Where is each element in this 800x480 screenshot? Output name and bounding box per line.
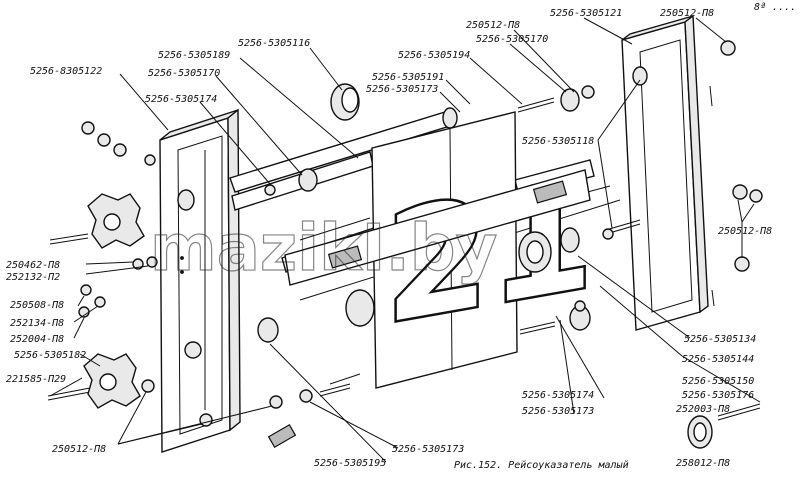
part-label: 5256-5305173 xyxy=(392,444,464,455)
part-label: 5256-5305194 xyxy=(398,50,470,61)
part-label: 5256-5305174 xyxy=(145,94,217,105)
part-label: 5256-5305174 xyxy=(522,390,594,401)
figure-caption: Рис.152. Рейсоуказатель малый xyxy=(454,459,629,471)
knob-upper xyxy=(87,193,145,249)
corner-mark: 8ª .... xyxy=(754,2,796,13)
part-label: 250512-П8 xyxy=(660,8,714,19)
watermark: mazikI.by xyxy=(150,212,497,286)
part-label: 5256-5305182 xyxy=(14,350,86,361)
part-label: 5256-5305195 xyxy=(314,458,386,469)
part-labels: 5256-8305122 5256-5305189 5256-5305116 5… xyxy=(6,8,772,469)
part-label: 5256-5305189 xyxy=(158,50,230,61)
part-label: 5256-5305121 xyxy=(550,8,622,19)
nuts-and-washers xyxy=(78,40,763,427)
part-label: 250462-П8 xyxy=(6,260,60,271)
part-label: 250512-П8 xyxy=(466,20,520,31)
part-label: 252003-П8 xyxy=(676,404,730,415)
part-label: 5256-5305116 xyxy=(238,38,310,49)
part-label: 252134-П8 xyxy=(10,318,64,329)
part-label: 252004-П8 xyxy=(10,334,64,345)
part-label: 5256-5305134 xyxy=(684,334,756,345)
part-label: 250508-П8 xyxy=(10,300,64,311)
part-label: 5256-5305170 xyxy=(148,68,220,79)
right-end-plate xyxy=(621,14,715,331)
part-label: 252132-П2 xyxy=(6,272,60,283)
part-label: 5256-5305191 xyxy=(372,72,444,83)
guide-rail xyxy=(284,169,591,286)
bushings xyxy=(177,66,713,449)
part-label: 5256-5305176 xyxy=(682,390,754,401)
part-label: 221585-П29 xyxy=(6,374,66,385)
part-label: 5256-5305173 xyxy=(522,406,594,417)
part-label: 250512-П8 xyxy=(52,444,106,455)
part-label: 5256-5305173 xyxy=(366,84,438,95)
knob-lower xyxy=(83,353,141,409)
part-label: 250512-П8 xyxy=(718,226,772,237)
part-label: 5256-5305170 xyxy=(476,34,548,45)
part-label: 5256-8305122 xyxy=(30,66,102,77)
part-label: 5256-5305144 xyxy=(682,354,754,365)
leader-lines xyxy=(49,17,761,463)
part-label: 5256-5305118 xyxy=(522,136,594,147)
part-label: 258012-П8 xyxy=(676,458,730,469)
part-label: 5256-5305150 xyxy=(682,376,754,387)
